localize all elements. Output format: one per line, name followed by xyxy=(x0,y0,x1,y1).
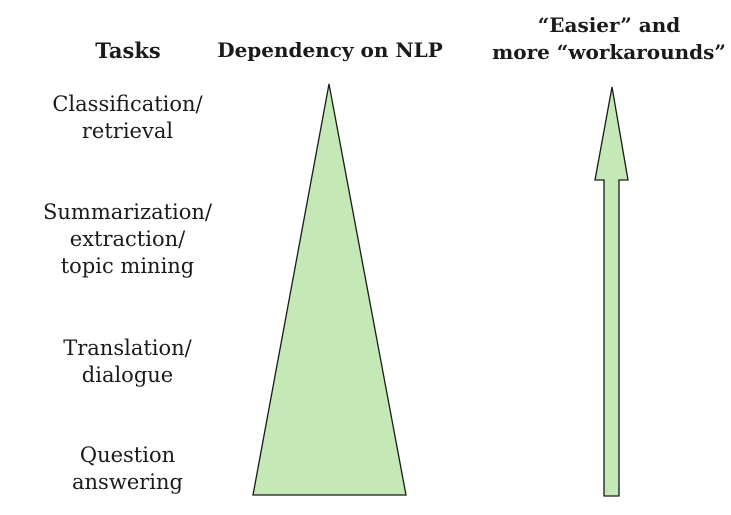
task-label-line: answering xyxy=(72,470,183,494)
nlp-dependency-triangle xyxy=(252,83,407,496)
easier-workarounds-header: “Easier” and more “workarounds” xyxy=(490,12,728,66)
dependency-on-nlp-header: Dependency on NLP xyxy=(217,38,443,62)
task-question-answering: Question answering xyxy=(20,442,235,496)
tasks-header: Tasks xyxy=(95,38,161,63)
task-label-line: Translation/ xyxy=(63,336,192,360)
task-label-line: Question xyxy=(79,443,176,467)
task-label-line: extraction/ xyxy=(69,227,186,251)
task-label-line: topic mining xyxy=(60,254,195,278)
easier-up-arrow xyxy=(594,86,629,497)
task-label-line: Summarization/ xyxy=(43,200,212,224)
task-label-line: dialogue xyxy=(81,363,174,387)
task-classification-retrieval: Classification/ retrieval xyxy=(20,91,235,145)
easier-header-line-2: more “workarounds” xyxy=(492,40,726,64)
task-translation-dialogue: Translation/ dialogue xyxy=(20,335,235,389)
easier-header-line-1: “Easier” and xyxy=(537,13,681,37)
task-label-line: Classification/ xyxy=(52,92,203,116)
task-summarization-extraction-topic-mining: Summarization/ extraction/ topic mining xyxy=(20,199,235,280)
task-label-line: retrieval xyxy=(81,119,174,143)
